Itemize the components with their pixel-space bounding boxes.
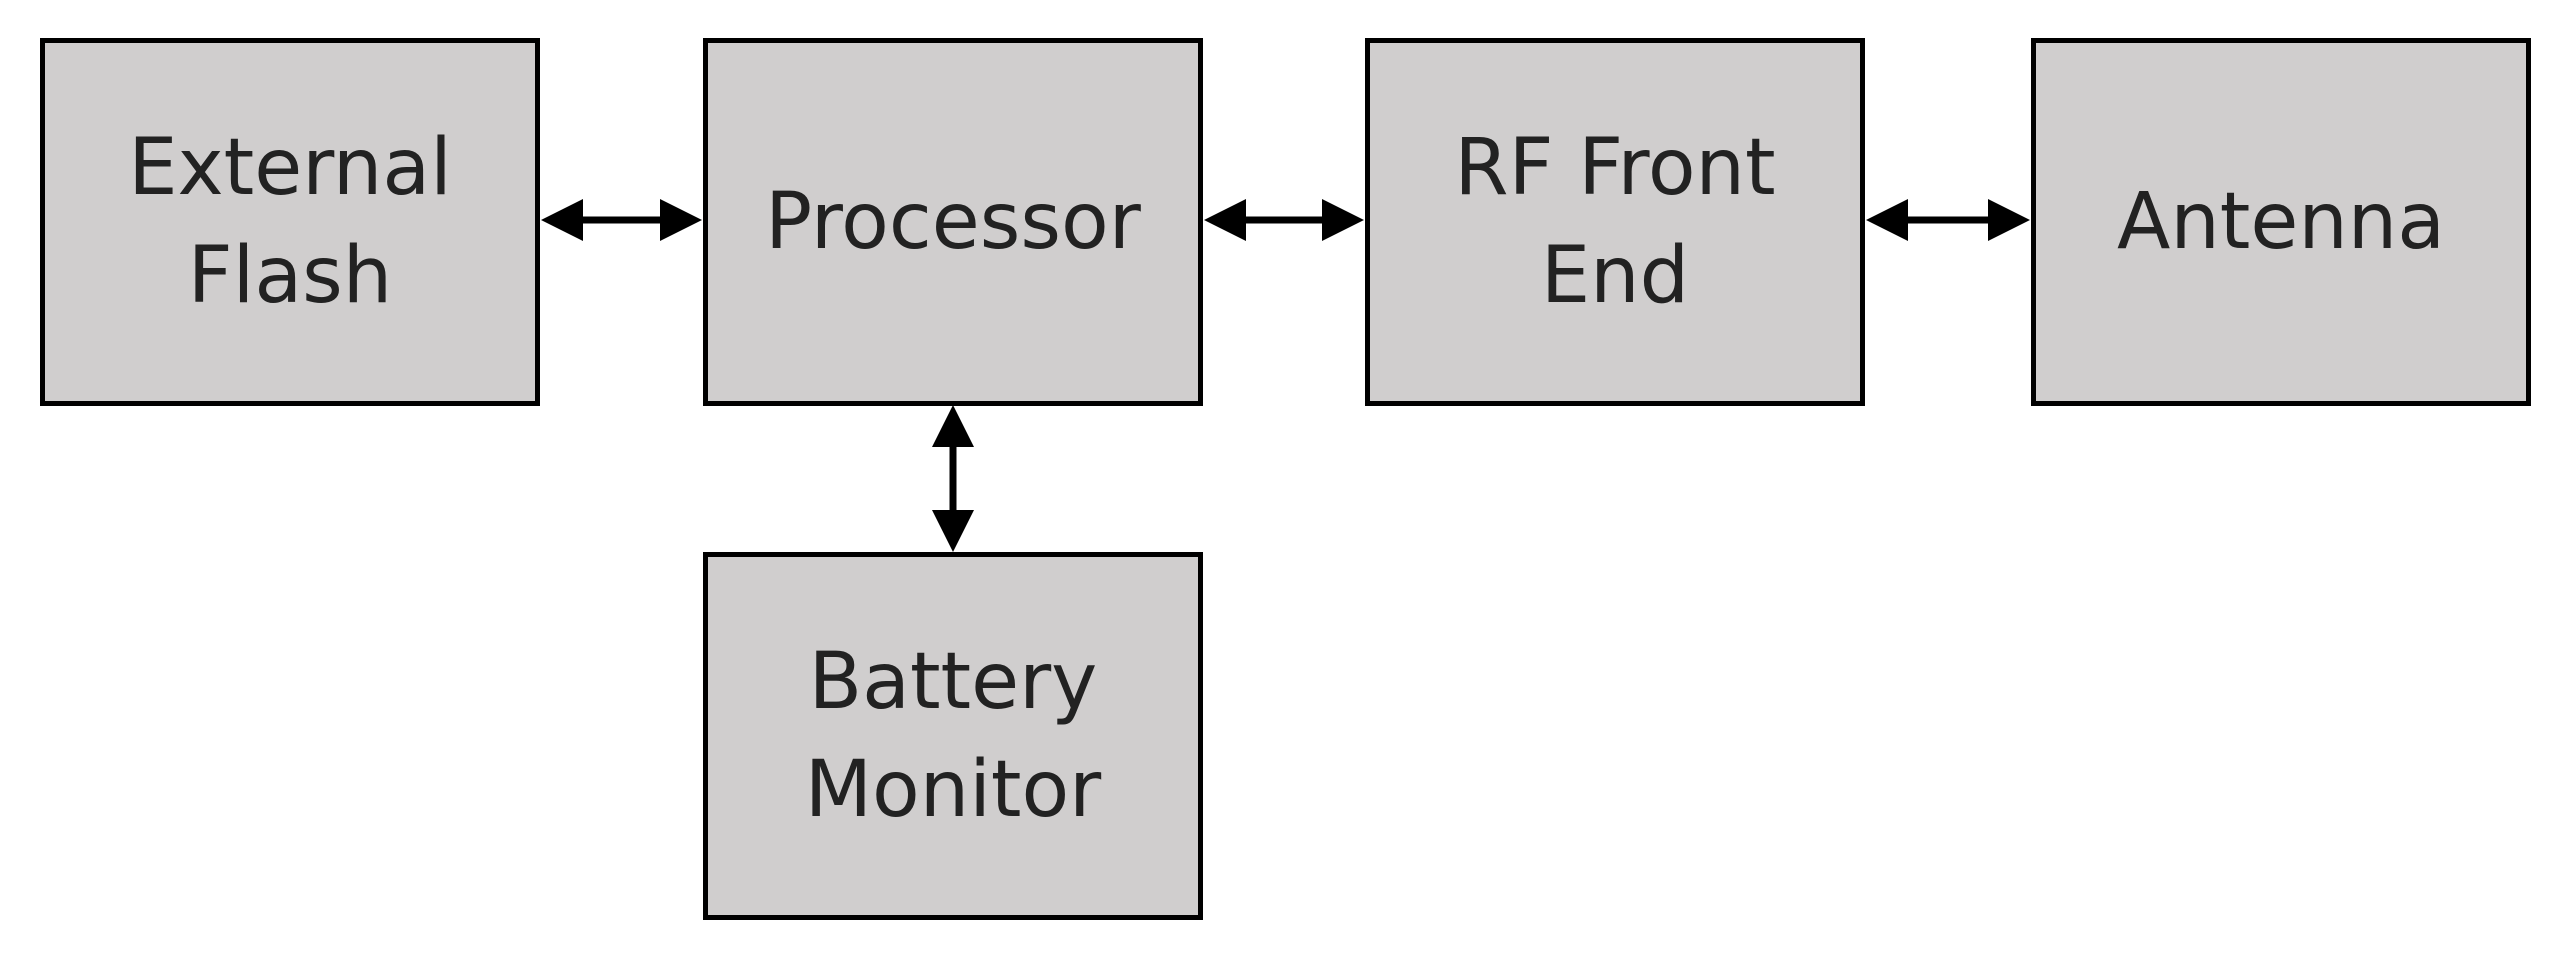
rf-front-end-label: RF Front End: [1454, 123, 1776, 321]
external-flash-block: External Flash: [40, 38, 540, 406]
antenna-block: Antenna: [2031, 38, 2531, 406]
battery-monitor-block: Battery Monitor: [703, 552, 1203, 920]
processor-label: Processor: [765, 177, 1141, 267]
external-flash-label: External Flash: [128, 123, 452, 321]
processor-block: Processor: [703, 38, 1203, 406]
battery-monitor-label: Battery Monitor: [804, 637, 1102, 835]
rf-front-end-block: RF Front End: [1365, 38, 1865, 406]
antenna-label: Antenna: [2116, 177, 2446, 267]
